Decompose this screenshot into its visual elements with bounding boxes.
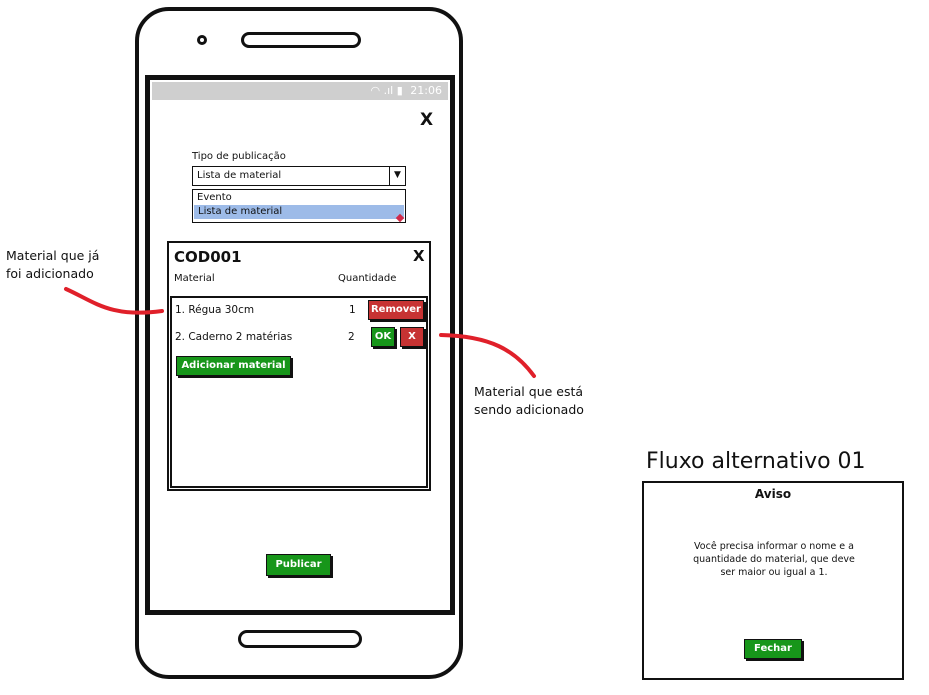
column-header-quantity: Quantidade xyxy=(338,273,397,284)
list-item-text: 2. Caderno 2 matérias xyxy=(175,331,293,343)
wifi-signal-battery-icon: ◠ .ıl ▮ xyxy=(370,84,403,97)
note-line: foi adicionado xyxy=(6,266,94,281)
publication-type-dropdown: Evento Lista de material xyxy=(192,189,406,223)
warning-dialog-message: Você precisa informar o nome e a quantid… xyxy=(693,541,855,578)
speaker-grille xyxy=(241,32,361,48)
column-header-material: Material xyxy=(174,273,215,284)
home-button[interactable] xyxy=(238,630,362,648)
note-added-material: Material que já foi adicionado xyxy=(6,247,99,283)
material-list xyxy=(170,296,428,488)
close-dialog-button[interactable]: Fechar xyxy=(744,639,802,659)
dropdown-option-evento[interactable]: Evento xyxy=(197,192,232,203)
warning-dialog-heading: Aviso xyxy=(754,487,792,501)
list-item-qty: 2 xyxy=(348,331,355,343)
close-screen-button[interactable]: X xyxy=(420,110,434,130)
cancel-row-button[interactable]: X xyxy=(400,327,424,347)
select-value: Lista de material xyxy=(197,170,282,181)
publication-type-select[interactable]: Lista de material ▼ xyxy=(192,166,406,186)
publication-type-label: Tipo de publicação xyxy=(192,151,286,162)
dropdown-option-lista[interactable]: Lista de material xyxy=(194,205,404,219)
alt-flow-title: Fluxo alternativo 01 xyxy=(646,449,866,474)
panel-title: COD001 xyxy=(174,248,242,266)
panel-close-button[interactable]: X xyxy=(413,247,425,265)
remove-button[interactable]: Remover xyxy=(368,300,424,320)
chevron-down-icon[interactable]: ▼ xyxy=(389,167,405,185)
publish-button[interactable]: Publicar xyxy=(266,554,331,576)
confirm-ok-button[interactable]: OK xyxy=(371,327,395,347)
list-item-text: 1. Régua 30cm xyxy=(175,304,255,316)
right-annotation-line xyxy=(439,333,536,378)
left-annotation-line xyxy=(64,287,164,315)
note-adding-material: Material que está sendo adicionado xyxy=(474,383,584,419)
note-line: sendo adicionado xyxy=(474,402,584,417)
camera-icon xyxy=(197,35,207,45)
status-bar: ◠ .ıl ▮ 21:06 xyxy=(152,82,448,100)
note-line: Material que está xyxy=(474,384,584,399)
add-material-button[interactable]: Adicionar material xyxy=(176,356,291,376)
note-line: Material que já xyxy=(6,248,100,263)
status-time: 21:06 xyxy=(410,84,442,97)
list-item-qty: 1 xyxy=(349,304,356,316)
